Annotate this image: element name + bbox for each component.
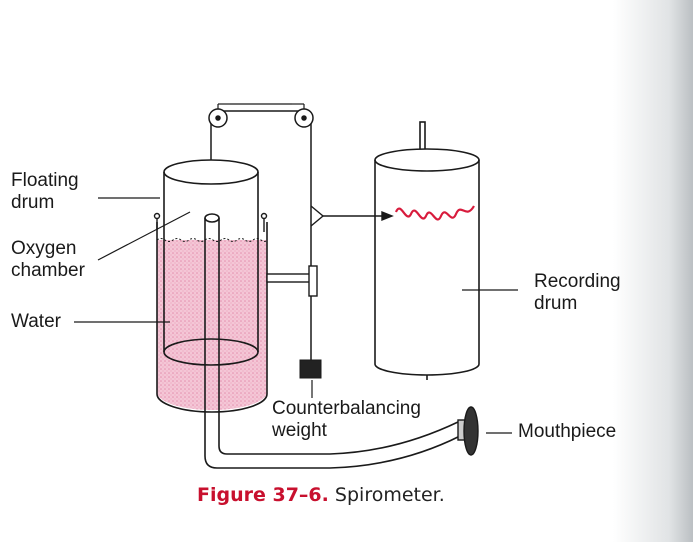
mouthpiece-shape: [457, 406, 479, 456]
spirometer-trace: [394, 205, 475, 221]
water-volume: [156, 238, 268, 410]
pulley-system: [208, 103, 314, 360]
label-counterbalancing-weight: Counterbalancing weight: [272, 398, 421, 441]
guide-arm: [266, 265, 318, 297]
label-recording-drum: Recording drum: [534, 271, 621, 314]
label-mouthpiece: Mouthpiece: [518, 421, 617, 442]
outer-tank: [156, 222, 268, 413]
recording-drum-shape: [374, 121, 480, 380]
breathing-tube: [204, 213, 461, 469]
figure-title: Spirometer.: [334, 484, 445, 506]
rim-pins: [153, 212, 268, 232]
water-surface: [156, 238, 268, 242]
leader-lines: [74, 197, 518, 434]
label-floating-drum: Floating drum: [11, 170, 79, 213]
figure-number: Figure 37–6.: [197, 484, 329, 506]
pen-arm: [310, 205, 394, 227]
floating-drum-shape: [163, 159, 259, 366]
counterbalancing-weight-shape: [299, 359, 322, 379]
figure-caption: Figure 37–6. Spirometer.: [197, 484, 445, 506]
label-water: Water: [11, 311, 61, 332]
label-oxygen-chamber: Oxygen chamber: [11, 238, 85, 281]
